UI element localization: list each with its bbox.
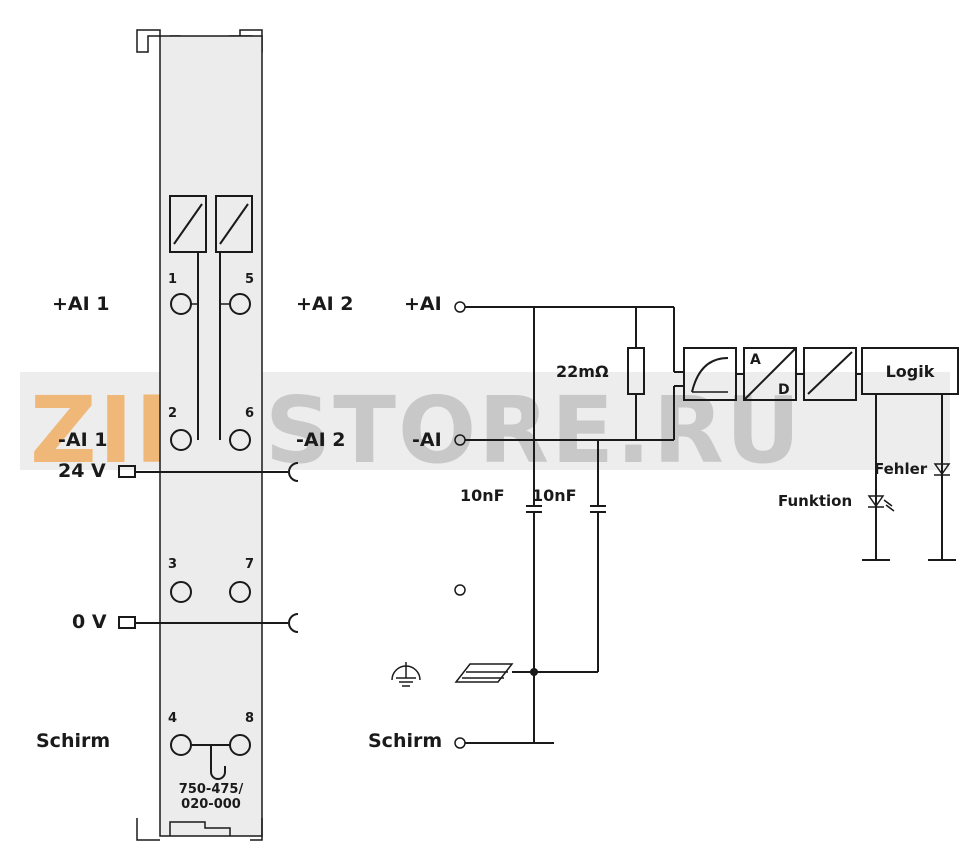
node-shield: [454, 737, 466, 749]
terminal-3[interactable]: [170, 581, 192, 603]
top-clip-left: [136, 29, 161, 53]
adc-label-d: D: [778, 382, 790, 398]
terminal-2[interactable]: [170, 429, 192, 451]
label-cap2: 10nF: [532, 486, 577, 505]
label-resistor: 22mΩ: [556, 362, 609, 381]
adc-divider: [743, 347, 797, 401]
isolator-slash-1: [173, 203, 203, 245]
label-ai1-minus: -AI 1: [58, 429, 108, 451]
node-ai-plus: [454, 301, 466, 313]
function-led-rays: [883, 499, 895, 512]
bottom-clip-left: [136, 818, 160, 841]
node-unused: [454, 584, 466, 596]
io-module: 1 5 2 6 3 7 4 8 750-475/ 020-000: [118, 29, 299, 841]
terminal-number-8: 8: [245, 711, 254, 726]
terminal-number-6: 6: [245, 406, 254, 421]
terminal-number-5: 5: [245, 272, 254, 287]
function-led-icon: [867, 495, 885, 508]
terminal-number-2: 2: [168, 406, 177, 421]
label-ai2-minus: -AI 2: [296, 429, 346, 451]
bottom-clip-right: [250, 818, 263, 841]
label-schematic-ai-plus: +AI: [404, 293, 442, 315]
terminal-number-4: 4: [168, 711, 177, 726]
label-24v: 24 V: [58, 460, 106, 482]
module-body: [159, 35, 263, 837]
label-function-led: Funktion: [778, 492, 852, 510]
logic-block: [861, 347, 959, 395]
terminal-6[interactable]: [229, 429, 251, 451]
isolation-slash: [807, 351, 853, 395]
adc-label-a: A: [750, 352, 761, 368]
label-ai2-plus: +AI 2: [296, 293, 354, 315]
terminal-number-3: 3: [168, 557, 177, 572]
terminal-number-1: 1: [168, 272, 177, 287]
label-error-led: Fehler: [874, 460, 928, 478]
power-jumper-24v: [288, 462, 299, 482]
label-schematic-shield: Schirm: [368, 730, 442, 752]
label-schematic-ai-minus: -AI: [412, 429, 442, 451]
label-cap1: 10nF: [460, 486, 505, 505]
bottom-clip-slot: [169, 821, 231, 836]
error-led-icon: [933, 463, 951, 476]
shield-bridge-tail: [210, 745, 226, 780]
power-contact-0v: [118, 616, 136, 629]
terminal-number-7: 7: [245, 557, 254, 572]
logic-label: Logik: [886, 362, 935, 381]
part-number-line2: 020-000: [181, 797, 241, 812]
label-0v: 0 V: [72, 611, 107, 633]
filter-curve: [691, 357, 729, 393]
terminal-7[interactable]: [229, 581, 251, 603]
power-jumper-0v: [288, 613, 299, 633]
din-rail-body: [454, 663, 514, 683]
isolator-block-2: [215, 195, 253, 253]
din-rail-icon: [454, 663, 514, 683]
watermark-store: STORE.RU: [265, 377, 802, 484]
isolator-block-1: [169, 195, 207, 253]
label-shield-left: Schirm: [36, 730, 110, 752]
label-ai1-plus: +AI 1: [52, 293, 110, 315]
ground-symbol: [391, 662, 421, 687]
junction-ground: [530, 668, 538, 676]
isolator-slash-2: [219, 203, 249, 245]
input-schematic: +AI -AI 22mΩ A D Logik: [368, 293, 959, 752]
part-number-line1: 750-475/: [179, 782, 244, 797]
